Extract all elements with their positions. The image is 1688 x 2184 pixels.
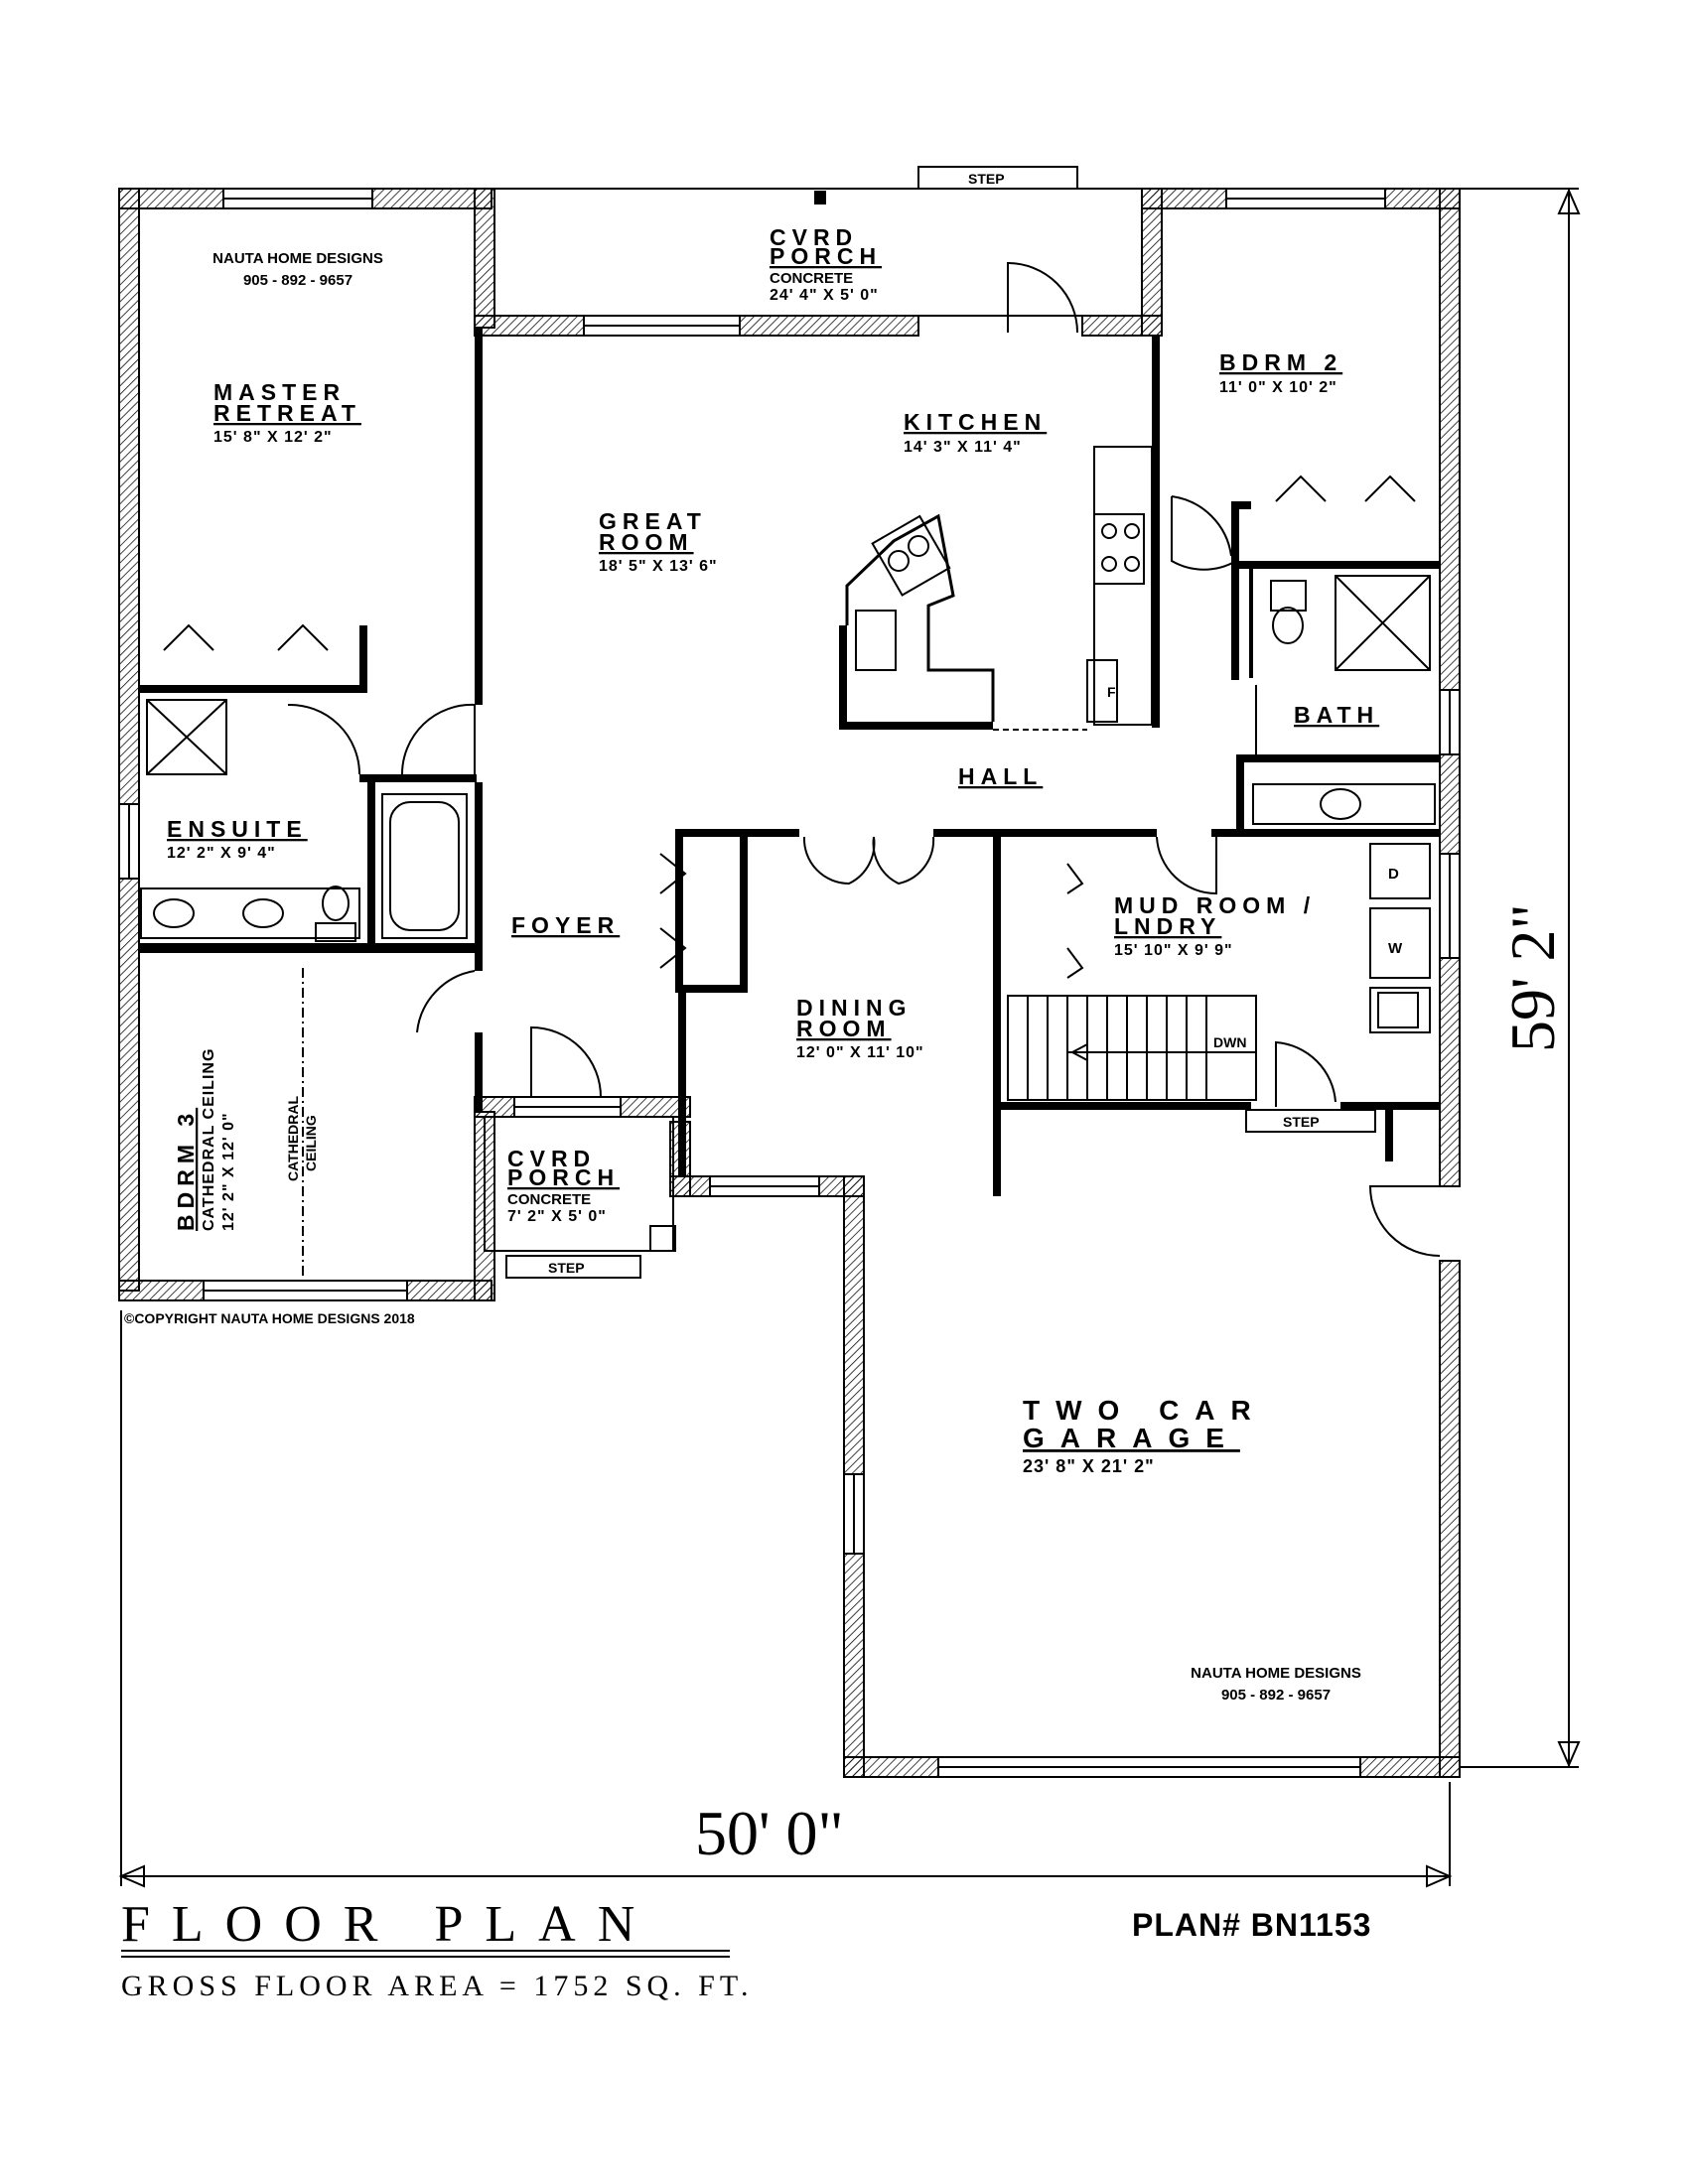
mudroom-name-1: MUD ROOM /: [1114, 892, 1316, 918]
dining-name-2: ROOM: [796, 1016, 892, 1041]
bdrm3-ceiling: CATHEDRAL CEILING: [201, 1048, 217, 1231]
dimension-lines: 50' 0" 59' 2": [118, 188, 1581, 1888]
great-room-name-2: ROOM: [599, 529, 694, 555]
garage-name-2: GARAGE: [1023, 1423, 1240, 1453]
cathedral-note-1: CATHEDRAL: [285, 1095, 301, 1181]
ensuite-size: 12' 2" X 9' 4": [167, 845, 276, 862]
exterior-walls: [118, 188, 1461, 1778]
bdrm3-name: BDRM 3: [173, 1108, 199, 1231]
company-phone-top: 905 - 892 - 9657: [243, 272, 352, 289]
foyer-name: FOYER: [511, 912, 620, 938]
side-porch-material: CONCRETE: [507, 1191, 591, 1208]
garage-step-label: STEP: [1283, 1114, 1320, 1130]
company-name-garage: NAUTA HOME DESIGNS: [1191, 1665, 1361, 1682]
dining-size: 12' 0" X 11' 10": [796, 1044, 924, 1061]
floor-plan-title: FLOOR PLAN: [121, 1896, 656, 1953]
kitchen-name: KITCHEN: [904, 409, 1047, 435]
front-porch-name-2: PORCH: [770, 243, 882, 269]
interior-walls: [139, 328, 1440, 1196]
bdrm2-size: 11' 0" X 10' 2": [1219, 379, 1337, 396]
great-room-size: 18' 5" X 13' 6": [599, 558, 718, 575]
stairs: DWN: [1007, 995, 1257, 1101]
mudroom-size: 15' 10" X 9' 9": [1114, 942, 1233, 959]
footer: FLOOR PLAN GROSS FLOOR AREA = 1752 SQ. F…: [121, 1896, 1371, 2002]
side-porch-name-2: PORCH: [507, 1164, 620, 1190]
great-room-name-1: GREAT: [599, 508, 707, 534]
gross-floor-area: GROSS FLOOR AREA = 1752 SQ. FT.: [121, 1970, 753, 2002]
master-name-2: RETREAT: [213, 400, 361, 426]
kitchen-size: 14' 3" X 11' 4": [904, 439, 1022, 456]
front-porch-size: 24' 4" X 5' 0": [770, 287, 879, 304]
fridge-label: F: [1107, 684, 1116, 700]
front-step-label: STEP: [968, 171, 1005, 187]
room-labels: NAUTA HOME DESIGNS 905 - 892 - 9657 MAST…: [124, 224, 1379, 1704]
copyright-note: ©COPYRIGHT NAUTA HOME DESIGNS 2018: [124, 1310, 415, 1326]
dining-name-1: DINING: [796, 995, 913, 1021]
bdrm3-size: 12' 2" X 12' 0": [220, 1112, 237, 1231]
bdrm2-name: BDRM 2: [1219, 349, 1342, 375]
windows: [118, 188, 1461, 1778]
doors: [163, 261, 1441, 1257]
steps: STEP STEP STEP: [505, 166, 1376, 1279]
company-name-top: NAUTA HOME DESIGNS: [212, 250, 383, 267]
garage-size: 23' 8" X 21' 2": [1023, 1456, 1155, 1476]
side-step-label: STEP: [548, 1260, 585, 1276]
company-phone-garage: 905 - 892 - 9657: [1221, 1687, 1331, 1704]
side-porch-name-1: CVRD: [507, 1146, 596, 1171]
side-porch-size: 7' 2" X 5' 0": [507, 1208, 607, 1225]
stairs-down-label: DWN: [1213, 1034, 1246, 1050]
front-porch-material: CONCRETE: [770, 270, 853, 287]
front-porch-name-1: CVRD: [770, 224, 858, 250]
master-name-1: MASTER: [213, 379, 346, 405]
fixtures: F D W: [140, 191, 1436, 1252]
cathedral-note-2: CEILING: [303, 1115, 319, 1171]
porch-outlines: [484, 188, 1143, 1252]
hall-name: HALL: [958, 763, 1043, 789]
ensuite-name: ENSUITE: [167, 816, 308, 842]
washer-label: W: [1388, 940, 1403, 957]
mudroom-name-2: LNDRY: [1114, 913, 1221, 939]
master-size: 15' 8" X 12' 2": [213, 429, 333, 446]
dryer-label: D: [1388, 866, 1399, 883]
garage-name-1: TWO CAR: [1023, 1395, 1267, 1426]
depth-dimension: 59' 2": [1497, 903, 1568, 1052]
plan-number: PLAN# BN1153: [1132, 1907, 1371, 1943]
width-dimension: 50' 0": [695, 1798, 844, 1868]
bath-name: BATH: [1294, 702, 1379, 728]
